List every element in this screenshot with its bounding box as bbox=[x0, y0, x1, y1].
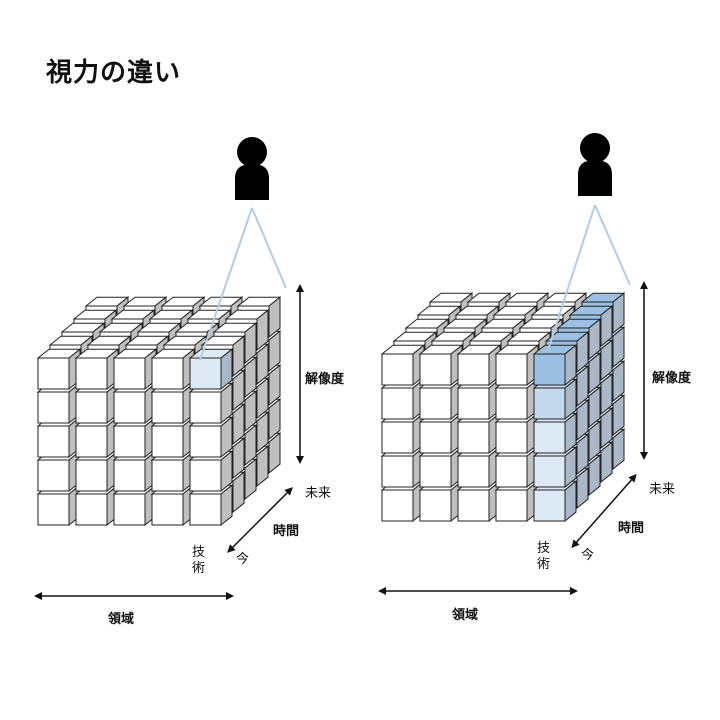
cube bbox=[380, 344, 426, 387]
time-label: 時間 bbox=[618, 520, 644, 536]
domain-label: 領域 bbox=[108, 611, 134, 627]
left-diagram: 解像度 未来 時間 今 技術 領域 bbox=[34, 137, 345, 627]
technology-label: 技術 bbox=[192, 545, 205, 576]
right-diagram: 解像度 未来 時間 今 技術 領域 bbox=[378, 133, 692, 623]
page-title: 視力の違い bbox=[46, 58, 182, 88]
time-axis bbox=[571, 474, 637, 548]
now-label: 今 bbox=[236, 551, 249, 567]
now-label: 今 bbox=[581, 547, 594, 563]
future-label: 未来 bbox=[305, 486, 331, 501]
cube bbox=[74, 348, 120, 391]
cube bbox=[188, 348, 234, 391]
future-label: 未来 bbox=[649, 482, 675, 497]
cube bbox=[532, 378, 578, 421]
technology-label: 技術 bbox=[537, 541, 550, 572]
cube bbox=[418, 344, 464, 387]
person-icon bbox=[578, 133, 612, 196]
cube bbox=[112, 348, 158, 391]
resolution-label: 解像度 bbox=[304, 371, 345, 387]
cube-grid-right bbox=[380, 292, 626, 523]
person-icon bbox=[235, 137, 269, 200]
cube bbox=[532, 344, 578, 387]
sight-line bbox=[547, 204, 596, 351]
sight-line bbox=[594, 204, 631, 286]
sight-line bbox=[199, 207, 253, 361]
time-label: 時間 bbox=[273, 523, 299, 539]
resolution-label: 解像度 bbox=[651, 370, 692, 386]
time-axis bbox=[227, 487, 293, 553]
cube bbox=[456, 344, 502, 387]
domain-label: 領域 bbox=[452, 607, 478, 623]
cube bbox=[188, 450, 234, 493]
cube bbox=[150, 348, 196, 391]
cube-grid-left bbox=[36, 296, 282, 527]
cube bbox=[494, 344, 540, 387]
sight-line bbox=[251, 207, 287, 289]
cube bbox=[112, 416, 158, 459]
cube bbox=[36, 348, 82, 391]
